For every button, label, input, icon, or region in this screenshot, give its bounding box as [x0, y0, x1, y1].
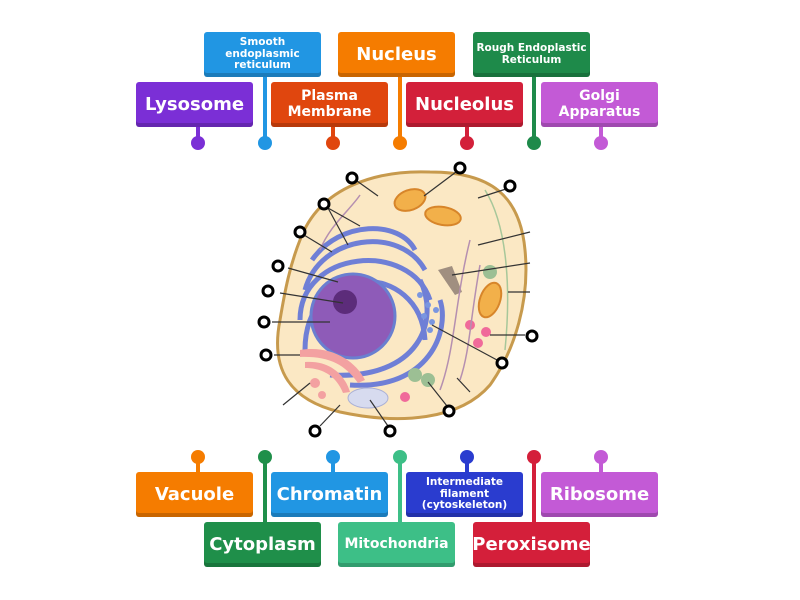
label-nucleus[interactable]: Nucleus	[338, 32, 455, 77]
pin-stem	[599, 127, 603, 139]
label-peroxisome[interactable]: Peroxisome	[472, 522, 591, 567]
pin-dot[interactable]	[594, 136, 608, 150]
pin-stem	[532, 460, 536, 522]
pin-stem	[196, 127, 200, 139]
drop-targets	[257, 161, 539, 438]
pin-dot[interactable]	[594, 450, 608, 464]
label-smooth-er[interactable]: Smooth endoplasmic reticulum	[204, 32, 321, 77]
label-golgi-apparatus[interactable]: Golgi Apparatus	[541, 82, 658, 127]
mitochondria	[393, 188, 503, 319]
label-plasma-membrane[interactable]: Plasma Membrane	[271, 82, 388, 127]
drop-target[interactable]	[317, 197, 331, 211]
label-lysosome[interactable]: Lysosome	[136, 82, 253, 127]
pin-stem	[599, 460, 603, 472]
centrosome	[438, 266, 462, 295]
label-rough-er[interactable]: Rough Endoplastic Reticulum	[473, 32, 590, 77]
pin-dot[interactable]	[326, 450, 340, 464]
label-chromatin[interactable]: Chromatin	[271, 472, 388, 517]
pin-dot[interactable]	[191, 450, 205, 464]
drop-target[interactable]	[308, 424, 322, 438]
pin-stem	[263, 76, 267, 139]
label-intermediate-filament[interactable]: Intermediate filament (cytoskeleton)	[406, 472, 523, 517]
pin-dot[interactable]	[258, 136, 272, 150]
pin-stem	[532, 76, 536, 139]
peroxisomes	[400, 320, 491, 402]
drop-target[interactable]	[257, 315, 271, 329]
drop-target[interactable]	[442, 404, 456, 418]
pin-stem	[398, 460, 402, 522]
pin-dot[interactable]	[191, 136, 205, 150]
vacuole	[347, 387, 389, 409]
pin-stem	[331, 460, 335, 472]
pin-stem	[196, 460, 200, 472]
pin-stem	[263, 460, 267, 522]
pin-dot[interactable]	[527, 136, 541, 150]
nucleus	[309, 272, 397, 360]
pin-dot[interactable]	[527, 450, 541, 464]
drop-target[interactable]	[383, 424, 397, 438]
drop-target[interactable]	[293, 225, 307, 239]
label-ribosome[interactable]: Ribosome	[541, 472, 658, 517]
pin-dot[interactable]	[393, 136, 407, 150]
drop-target[interactable]	[345, 171, 359, 185]
label-mitochondria[interactable]: Mitochondria	[338, 522, 455, 567]
pin-dot[interactable]	[460, 136, 474, 150]
drop-target[interactable]	[261, 284, 275, 298]
drop-target[interactable]	[259, 348, 273, 362]
drop-target[interactable]	[503, 179, 517, 193]
pin-dot[interactable]	[393, 450, 407, 464]
pin-stem	[331, 127, 335, 139]
pin-stem	[465, 460, 469, 472]
smooth-er	[417, 292, 439, 333]
pointer-lines	[272, 171, 531, 427]
pin-dot[interactable]	[460, 450, 474, 464]
golgi-apparatus	[300, 349, 365, 399]
drop-target[interactable]	[525, 329, 539, 343]
drop-target[interactable]	[453, 161, 467, 175]
pin-stem	[465, 127, 469, 139]
pin-dot[interactable]	[326, 136, 340, 150]
pin-dot[interactable]	[258, 450, 272, 464]
nucleolus	[333, 290, 357, 314]
label-nucleolus[interactable]: Nucleolus	[406, 82, 523, 127]
drop-target[interactable]	[271, 259, 285, 273]
label-vacuole[interactable]: Vacuole	[136, 472, 253, 517]
drop-target[interactable]	[495, 356, 509, 370]
label-cytoplasm[interactable]: Cytoplasm	[204, 522, 321, 567]
pin-stem	[398, 76, 402, 139]
